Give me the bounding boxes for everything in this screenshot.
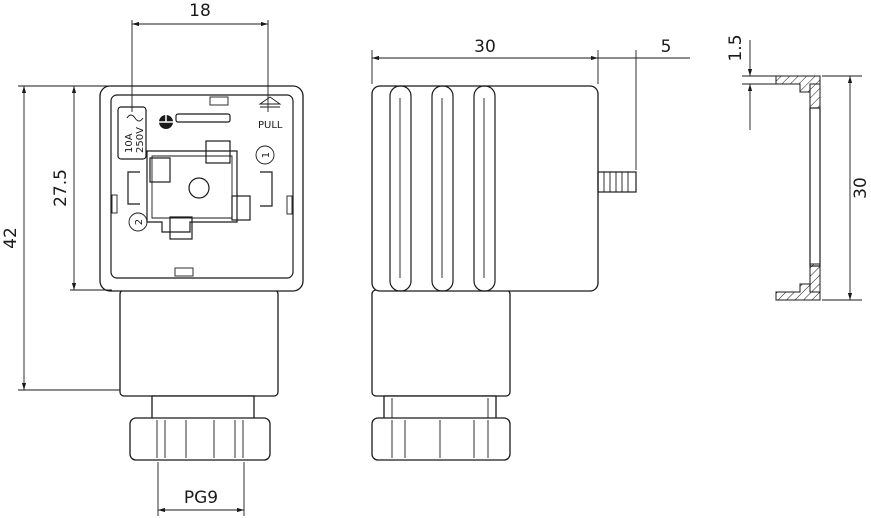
pin-right-contact: [231, 195, 251, 221]
svg-text:27.5: 27.5: [51, 169, 71, 207]
center-hole: [188, 177, 210, 199]
left-bracket: [127, 171, 140, 205]
grip-rib-2: [431, 85, 454, 292]
dimension-gasket-thickness: 1.5: [726, 34, 776, 130]
side-lower-body: [371, 289, 511, 397]
left-latch: [111, 194, 118, 214]
center-socket: [146, 150, 238, 233]
pull-arrow-icon: [258, 96, 282, 108]
front-lower-body: [119, 289, 279, 397]
side-view: [371, 85, 637, 461]
dimension-gasket-length: 30: [822, 75, 871, 301]
svg-text:30: 30: [851, 177, 871, 199]
front-view: 10A 250V PULL 2 1: [99, 85, 304, 461]
gasket-section: [775, 75, 821, 301]
front-head-inner: [110, 94, 294, 279]
pin-2-marker: [128, 212, 148, 232]
svg-text:18: 18: [189, 1, 211, 21]
dimension-thread: PG9: [157, 462, 245, 516]
grip-rib-1: [389, 85, 412, 292]
svg-text:1.5: 1.5: [726, 34, 746, 61]
pin-1-label: 1: [261, 152, 272, 158]
ac-symbol-icon: [126, 114, 144, 122]
side-neck: [383, 395, 497, 421]
pin-bottom-contact: [169, 216, 193, 240]
right-latch: [286, 195, 293, 215]
side-gland-nut: [371, 417, 511, 461]
dimension-height-inner: 27.5: [51, 85, 112, 291]
fixing-screw: [597, 171, 637, 193]
dimension-side-length: 30: [371, 37, 599, 84]
bottom-latch: [174, 267, 194, 277]
svg-text:PG9: PG9: [184, 488, 218, 508]
pull-label: PULL: [258, 120, 283, 131]
front-gland-nut: [129, 417, 271, 461]
pin-left-contact: [149, 157, 171, 183]
rating-current-label: 10A: [124, 133, 135, 153]
rating-voltage-label: 250V: [135, 127, 146, 153]
pin-2-label: 2: [134, 219, 145, 225]
dimension-width-top: 18: [131, 1, 269, 112]
ground-slot: [175, 113, 231, 123]
svg-text:5: 5: [661, 37, 672, 57]
pin-1-marker: [255, 145, 275, 165]
front-neck: [151, 395, 255, 421]
side-head: [371, 85, 599, 292]
grip-rib-3: [473, 85, 496, 292]
svg-text:42: 42: [1, 227, 21, 249]
right-bracket: [260, 171, 273, 207]
dimension-screw-length: 5: [598, 37, 690, 170]
pin-top-contact: [205, 140, 231, 164]
front-head-outer: [99, 85, 304, 292]
top-latch: [209, 96, 229, 106]
ground-symbol-icon: [159, 115, 173, 129]
svg-text:30: 30: [474, 37, 496, 57]
